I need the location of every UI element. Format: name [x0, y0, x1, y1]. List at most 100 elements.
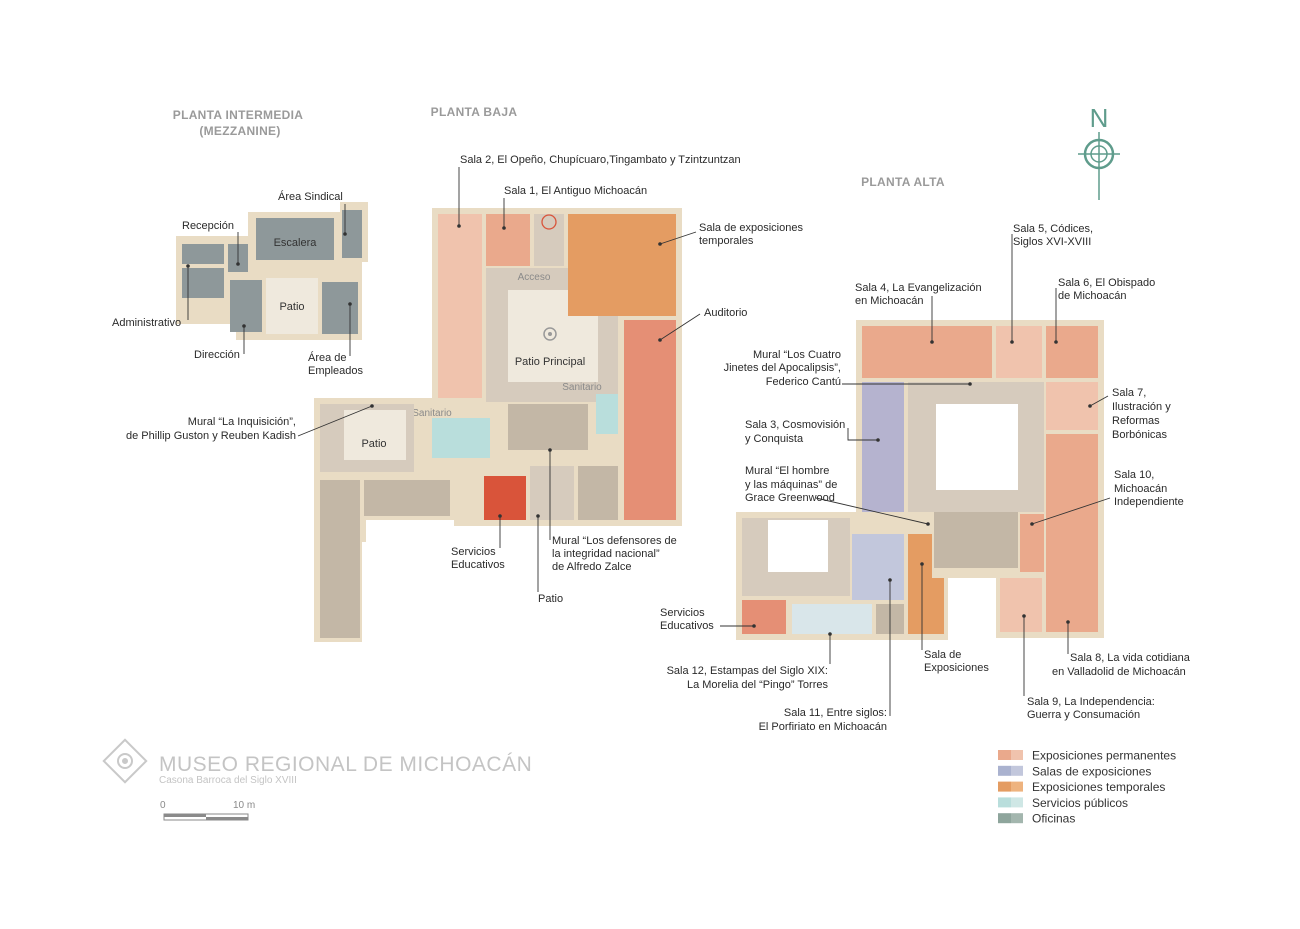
servicios-educativos-alta-room — [742, 600, 786, 634]
label-sala-temporales-2: temporales — [699, 235, 754, 247]
legend-swatch-light — [1011, 797, 1023, 808]
label-area-sindical: Área Sindical — [278, 190, 343, 203]
baja-patio-west — [344, 410, 406, 460]
baja-patio-west-label: Patio — [361, 438, 386, 450]
sala-exposiciones-alta-room-b — [920, 578, 944, 634]
legend-swatch — [998, 797, 1011, 808]
sala-2-room — [438, 214, 482, 398]
label-sala-6-1: Sala 6, El Obispado — [1058, 277, 1155, 289]
baja-service-west — [320, 480, 360, 638]
legend-item: Exposiciones temporales — [998, 780, 1165, 794]
label-mural-hombre-1: Mural “El hombre — [745, 465, 829, 477]
acceso-label: Acceso — [518, 272, 551, 283]
label-area-empleados-1: Área de — [308, 351, 347, 364]
label-sala-4-1: Sala 4, La Evangelización — [855, 282, 982, 294]
recepcion-room-a — [182, 244, 224, 264]
heading-mezzanine-sub: (MEZZANINE) — [199, 124, 280, 138]
acceso-room — [534, 214, 564, 266]
legend-swatch — [998, 765, 1011, 776]
scale-ten: 10 m — [233, 800, 255, 811]
escalera-room — [256, 218, 334, 260]
label-sala-7-2: Ilustración y — [1112, 401, 1171, 413]
label-sala-8-2: en Valladolid de Michoacán — [1052, 666, 1186, 678]
sala-9-room — [1000, 578, 1042, 632]
access-marker-icon — [541, 214, 557, 230]
sala-3-room — [862, 382, 904, 512]
baja-labels: Sala 2, El Opeño, Chupícuaro,Tingambato … — [126, 154, 803, 605]
label-sala-9-1: Sala 9, La Independencia: — [1027, 696, 1155, 708]
baja-patio-south — [530, 466, 574, 520]
legend-label: Oficinas — [1032, 812, 1075, 826]
label-sala-3-1: Sala 3, Cosmovisión — [745, 419, 845, 431]
label-sala-10-1: Sala 10, — [1114, 469, 1154, 481]
legend-swatch — [998, 813, 1011, 824]
label-sala-12-1: Sala 12, Estampas del Siglo XIX: — [667, 665, 828, 677]
scale-zero: 0 — [160, 800, 166, 811]
north-letter: N — [1090, 103, 1109, 133]
legend-item: Salas de exposiciones — [998, 764, 1151, 778]
escalera-label: Escalera — [274, 237, 318, 249]
label-servicios-educativos-alta-2: Educativos — [660, 620, 714, 632]
label-sala-10-2: Michoacán — [1114, 483, 1167, 495]
compass-icon: N — [1078, 103, 1120, 200]
label-sala-8-1: Sala 8, La vida cotidiana — [1070, 652, 1191, 664]
logo-subtitle: Casona Barroca del Siglo XVIII — [159, 775, 297, 786]
label-mural-hombre-3: Grace Greenwood — [745, 492, 835, 504]
label-servicios-educativos-alta-1: Servicios — [660, 607, 705, 619]
fountain-icon — [543, 327, 557, 341]
sala-5-room — [996, 326, 1042, 378]
label-mural-defensores-2: la integridad nacional” — [552, 548, 660, 560]
alta-stair — [934, 512, 1018, 568]
label-sala-7-4: Borbónicas — [1112, 429, 1168, 441]
mezzanine-patio — [266, 278, 318, 334]
mezzanine-patio-label: Patio — [279, 301, 304, 313]
baja-service-east — [578, 466, 618, 520]
sanitario-2-label: Sanitario — [562, 382, 602, 393]
legend-label: Exposiciones permanentes — [1032, 749, 1176, 763]
label-mural-inquisicion-2: de Phillip Guston y Reuben Kadish — [126, 430, 296, 442]
label-sala-9-2: Guerra y Consumación — [1027, 709, 1140, 721]
label-patio-baja: Patio — [538, 593, 563, 605]
legend-item: Servicios públicos — [998, 796, 1128, 810]
auditorio-room — [624, 320, 676, 520]
label-sala-7-3: Reformas — [1112, 415, 1160, 427]
label-sala-5-1: Sala 5, Códices, — [1013, 223, 1093, 235]
area-sindical-room — [342, 210, 362, 258]
label-mural-jinetes-3: Federico Cantú — [766, 376, 841, 388]
legend-item: Exposiciones permanentes — [998, 749, 1176, 763]
sala-1-room — [486, 214, 530, 266]
label-sala-1: Sala 1, El Antiguo Michoacán — [504, 185, 647, 197]
baja-stair — [508, 404, 588, 450]
sanitario-2-room — [596, 394, 618, 434]
label-sala-temporales-1: Sala de exposiciones — [699, 222, 803, 234]
alta-west-void — [768, 520, 828, 572]
label-area-empleados-2: Empleados — [308, 365, 364, 377]
label-mural-hombre-2: y las máquinas” de — [745, 479, 837, 491]
label-mural-defensores-3: de Alfredo Zalce — [552, 561, 632, 573]
label-sala-3-2: y Conquista — [745, 433, 804, 445]
label-sala-7-1: Sala 7, — [1112, 387, 1146, 399]
label-direccion: Dirección — [194, 349, 240, 361]
sala-12-room — [792, 604, 872, 634]
area-empleados-room — [322, 282, 358, 334]
servicios-educativos-baja-room — [484, 476, 526, 520]
alta-labels: Sala 5, Códices, Siglos XVI-XVIII Sala 4… — [660, 223, 1191, 733]
legend-item: Oficinas — [998, 812, 1075, 826]
administrativo-room — [182, 268, 224, 298]
planta-alta-plan — [736, 320, 1104, 640]
label-sala-10-3: Independiente — [1114, 496, 1184, 508]
label-sala-11-1: Sala 11, Entre siglos: — [784, 707, 887, 719]
logo-title: MUSEO REGIONAL DE MICHOACÁN — [159, 753, 532, 776]
sala-4-room — [862, 326, 992, 378]
label-sala-11-2: El Porfiriato en Michoacán — [759, 721, 887, 733]
label-sala-4-2: en Michoacán — [855, 295, 924, 307]
label-sala-2: Sala 2, El Opeño, Chupícuaro,Tingambato … — [460, 154, 741, 166]
label-servicios-educativos-baja-2: Educativos — [451, 559, 505, 571]
heading-mezzanine: PLANTA INTERMEDIA — [173, 108, 303, 122]
legend-swatch-light — [1011, 765, 1023, 776]
label-recepcion: Recepción — [182, 220, 234, 232]
heading-planta-alta: PLANTA ALTA — [861, 175, 945, 189]
label-sala-exposiciones-alta-1: Sala de — [924, 649, 961, 661]
sala-6-room — [1046, 326, 1098, 378]
direccion-room — [230, 280, 262, 332]
